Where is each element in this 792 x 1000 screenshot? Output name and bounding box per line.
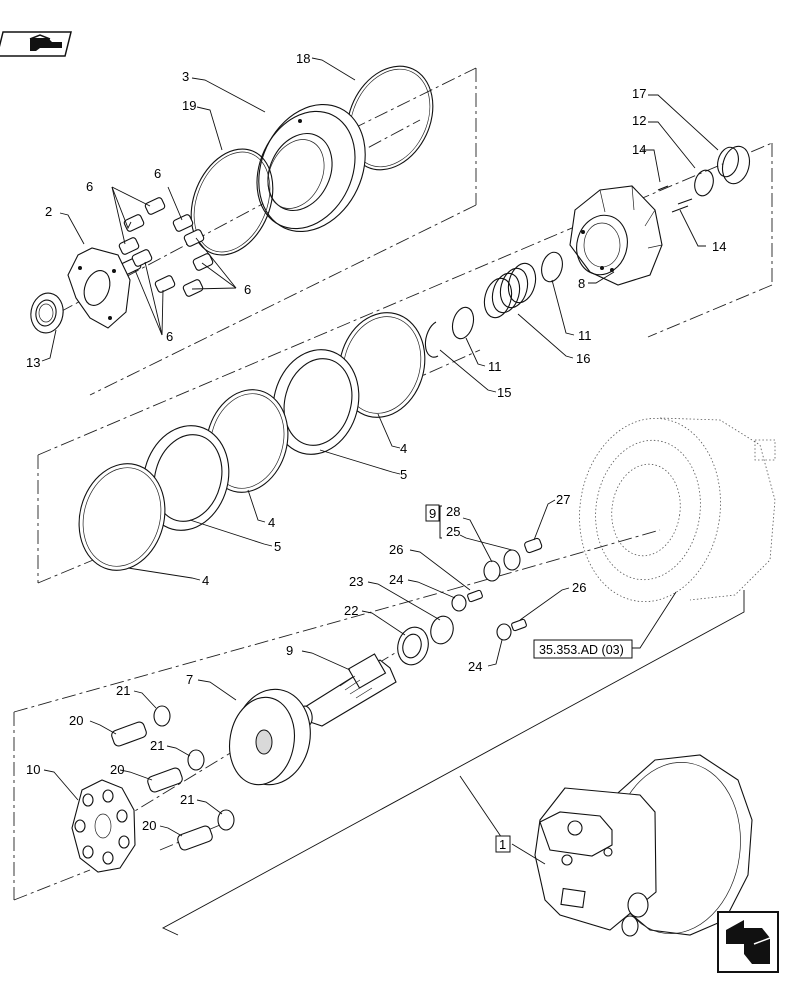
part-23-ring[interactable] <box>428 614 456 647</box>
part-8-spring-holder[interactable] <box>569 185 663 286</box>
book-hand-icon[interactable] <box>0 31 72 57</box>
label-20-b: 20 <box>110 762 124 777</box>
label-5-b: 5 <box>274 539 281 554</box>
part-11-washer-a[interactable] <box>538 250 565 284</box>
part-20-piston-b[interactable] <box>146 767 183 794</box>
part-13-bearing[interactable] <box>28 291 66 336</box>
part-12-ring[interactable] <box>692 168 716 198</box>
label-12: 12 <box>632 113 646 128</box>
motor-housing-ghost <box>579 417 776 603</box>
part-26-plug-a[interactable] <box>467 589 483 603</box>
part-20-piston-a[interactable] <box>110 721 147 748</box>
part-14-pin-c[interactable] <box>677 198 693 205</box>
assembly-bracket-line <box>162 590 745 936</box>
part-14-pin-b[interactable] <box>671 205 689 213</box>
middle-group-frame <box>37 142 773 584</box>
label-21-c: 21 <box>180 792 194 807</box>
label-20-c: 20 <box>142 818 156 833</box>
label-11-b: 11 <box>488 359 502 374</box>
label-21-b: 21 <box>150 738 164 753</box>
label-18: 18 <box>296 51 310 66</box>
part-4-plate-c[interactable] <box>67 454 176 580</box>
reference-text: 35.353.AD (03) <box>539 643 624 657</box>
label-15: 15 <box>497 385 511 400</box>
leader-lines <box>41 57 719 837</box>
label-9-box <box>425 504 440 522</box>
label-1: 1 <box>499 837 506 852</box>
label-24-a: 24 <box>389 572 403 587</box>
part-28-sleeve[interactable] <box>503 549 521 571</box>
label-5-a: 5 <box>400 467 407 482</box>
label-1-box <box>495 835 511 853</box>
reference-link-35-353-AD[interactable]: 35.353.AD (03) <box>533 639 633 659</box>
label-13: 13 <box>26 355 40 370</box>
part-24-plug-b[interactable] <box>496 623 512 641</box>
part-6-springs[interactable] <box>118 197 214 297</box>
part-26-plug-b[interactable] <box>511 618 527 632</box>
label-21-a: 21 <box>116 683 130 698</box>
lower-group-frame <box>13 529 661 901</box>
label-4-b: 4 <box>268 515 275 530</box>
part-27-spring[interactable] <box>524 537 543 554</box>
label-6-d: 6 <box>166 329 173 344</box>
label-9: 9 <box>286 643 293 658</box>
part-4-plate-a[interactable] <box>328 303 437 427</box>
part-16-spring[interactable] <box>480 260 539 320</box>
part-5-plate-a[interactable] <box>262 340 371 464</box>
part-14-pin-a[interactable] <box>657 185 669 191</box>
label-9-ref: 9 <box>429 506 436 521</box>
part-21-shoe-a[interactable] <box>153 705 171 727</box>
label-3: 3 <box>182 69 189 84</box>
label-22: 22 <box>344 603 358 618</box>
label-6-a: 6 <box>86 179 93 194</box>
label-23: 23 <box>349 574 363 589</box>
label-26-b: 26 <box>572 580 586 595</box>
part-10-retainer-plate[interactable] <box>71 779 136 873</box>
label-6-c: 6 <box>244 282 251 297</box>
label-6-b: 6 <box>154 166 161 181</box>
label-26-a: 26 <box>389 542 403 557</box>
part-20-piston-c[interactable] <box>176 825 213 852</box>
part-1-travel-motor-assembly[interactable] <box>534 754 753 942</box>
label-25: 25 <box>446 524 460 539</box>
label-19: 19 <box>182 98 196 113</box>
part-22-bearing[interactable] <box>394 624 433 668</box>
label-27: 27 <box>556 492 570 507</box>
part-21-shoe-b[interactable] <box>187 749 205 771</box>
label-11-a: 11 <box>578 328 592 343</box>
label-7: 7 <box>186 672 193 687</box>
part-24-plug-a[interactable] <box>451 594 467 612</box>
label-24-b: 24 <box>468 659 482 674</box>
label-4-a: 4 <box>400 441 407 456</box>
part-21-shoe-c[interactable] <box>217 809 235 831</box>
label-28: 28 <box>446 504 460 519</box>
part-18-o-ring[interactable] <box>331 52 449 184</box>
part-7-block[interactable] <box>223 683 318 791</box>
part-3-piston[interactable] <box>239 87 386 249</box>
label-2: 2 <box>45 204 52 219</box>
label-8: 8 <box>578 276 585 291</box>
label-14-a: 14 <box>632 142 646 157</box>
part-11-washer-b[interactable] <box>449 305 477 341</box>
label-14-b: 14 <box>712 239 726 254</box>
back-arrow-icon[interactable] <box>717 911 779 973</box>
part-17-collar[interactable] <box>714 143 753 186</box>
label-17: 17 <box>632 86 646 101</box>
part-15-snap-ring[interactable] <box>424 321 439 358</box>
label-20-a: 20 <box>69 713 83 728</box>
part-labels: 18 3 19 6 6 6 6 2 13 17 12 14 14 8 11 11… <box>26 51 726 853</box>
part-25-sleeve[interactable] <box>483 560 501 582</box>
part-9-shaft[interactable] <box>298 653 397 727</box>
label-10: 10 <box>26 762 40 777</box>
part-2-swash-plate[interactable] <box>67 247 131 329</box>
label-16: 16 <box>576 351 590 366</box>
label-4-c: 4 <box>202 573 209 588</box>
part-19-o-ring[interactable] <box>176 137 288 267</box>
